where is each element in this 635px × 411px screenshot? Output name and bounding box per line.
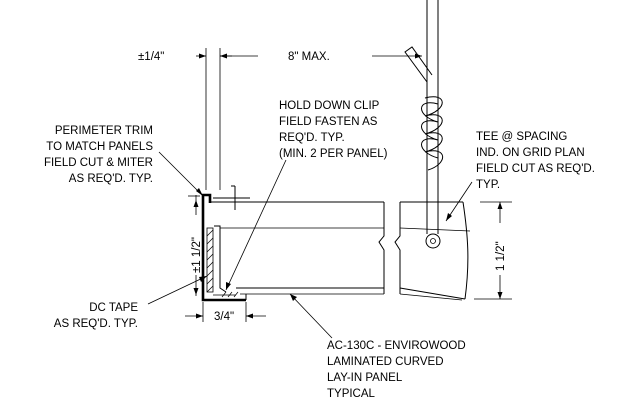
dim-left-height-label: ±1 1/2"	[191, 237, 203, 273]
dc-tape-note: DC TAPE AS REQ'D. TYP.	[54, 302, 139, 330]
laminated-panel	[210, 201, 471, 301]
perimeter-trim-line-4: AS REQ'D. TYP.	[69, 173, 153, 185]
dim-quarter-label: ±1/4"	[138, 51, 164, 63]
top-dimensions	[196, 48, 422, 190]
panel-note-line-1: AC-130C - ENVIROWOOD	[327, 340, 466, 352]
hold-down-clip-line-3: REQ'D. TYP.	[279, 132, 345, 144]
hold-down-clip	[214, 185, 236, 293]
dim-three-quarter-label: 3/4"	[214, 311, 234, 323]
hanger-wire	[404, 0, 444, 249]
tee-spacing-line-1: TEE @ SPACING	[476, 131, 567, 143]
panel-note-line-3: LAY-IN PANEL	[327, 372, 403, 384]
dc-tape-hatch	[206, 227, 239, 298]
hold-down-clip-line-4: (MIN. 2 PER PANEL)	[279, 148, 388, 160]
dim-8-max-label: 8" MAX.	[288, 51, 330, 63]
dc-tape-line-2: AS REQ'D. TYP.	[54, 318, 138, 330]
perimeter-trim-line-1: PERIMETER TRIM	[55, 125, 153, 137]
perimeter-trim-line-2: TO MATCH PANELS	[46, 141, 153, 153]
panel-note-line-2: LAMINATED CURVED	[327, 356, 444, 368]
perimeter-trim-line-3: FIELD CUT & MITER	[44, 157, 153, 169]
panel-note: AC-130C - ENVIROWOOD LAMINATED CURVED LA…	[327, 340, 466, 400]
leader-lines	[147, 151, 473, 339]
bottom-dimension	[185, 302, 266, 322]
tee-spacing-note: TEE @ SPACING IND. ON GRID PLAN FIELD CU…	[476, 131, 595, 191]
hold-down-clip-note: HOLD DOWN CLIP FIELD FASTEN AS REQ'D. TY…	[279, 100, 388, 160]
tee-spacing-line-4: TYP.	[476, 179, 500, 191]
hold-down-clip-line-1: HOLD DOWN CLIP	[279, 100, 380, 112]
perimeter-trim-note: PERIMETER TRIM TO MATCH PANELS FIELD CUT…	[44, 125, 153, 185]
hold-down-clip-line-2: FIELD FASTEN AS	[279, 116, 378, 128]
tee-spacing-line-2: IND. ON GRID PLAN	[476, 147, 585, 159]
dc-tape-line-1: DC TAPE	[89, 302, 138, 314]
tee-spacing-line-3: FIELD CUT AS REQ'D.	[476, 163, 595, 175]
dim-right-height-label: 1 1/2"	[495, 241, 507, 271]
right-height-dimension	[474, 201, 512, 300]
perimeter-trim	[201, 193, 250, 302]
left-height-dimension	[188, 195, 200, 296]
panel-note-line-4: TYPICAL	[327, 388, 376, 400]
